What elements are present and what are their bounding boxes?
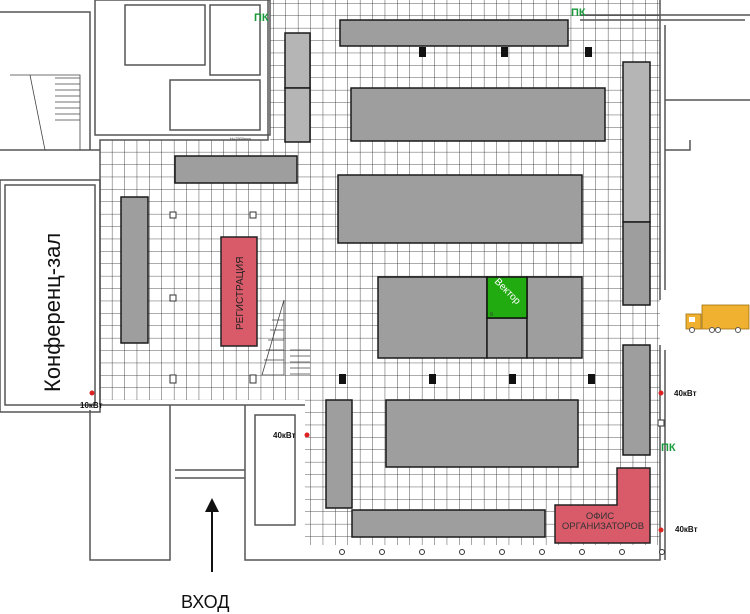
office-label-2: ОРГАНИЗАТОРОВ xyxy=(562,521,644,532)
height-note: Н=2500mm xyxy=(230,136,251,141)
vector-stand[interactable]: Вектор 9 xyxy=(486,276,528,319)
conference-hall-label: Конференц-зал xyxy=(40,233,65,392)
stands xyxy=(120,19,651,538)
staircase xyxy=(10,74,310,376)
entrance-label: ВХОД xyxy=(181,592,229,612)
power-point-label: 40кВт xyxy=(674,389,697,398)
truck-icon xyxy=(685,304,750,333)
fire-hydrant-label: ПК xyxy=(571,7,586,19)
office-label-1: ОФИС xyxy=(586,511,614,522)
power-point-label: 40кВт xyxy=(675,525,698,534)
pillars xyxy=(169,47,665,555)
walls xyxy=(0,0,750,561)
power-point-icons xyxy=(89,390,664,533)
organizers-office: ОФИС ОРГАНИЗАТОРОВ xyxy=(554,467,651,544)
vector-stand-number: 9 xyxy=(490,312,493,318)
entrance-arrow-icon xyxy=(205,498,219,572)
power-point-label: 10кВт xyxy=(80,401,103,410)
registration-desk: РЕГИСТРАЦИЯ xyxy=(220,236,258,347)
registration-label: РЕГИСТРАЦИЯ xyxy=(235,257,246,330)
fire-hydrant-label: ПК xyxy=(254,12,269,24)
power-point-label: 40кВт xyxy=(273,431,296,440)
fire-hydrant-label: ПК xyxy=(661,442,676,454)
